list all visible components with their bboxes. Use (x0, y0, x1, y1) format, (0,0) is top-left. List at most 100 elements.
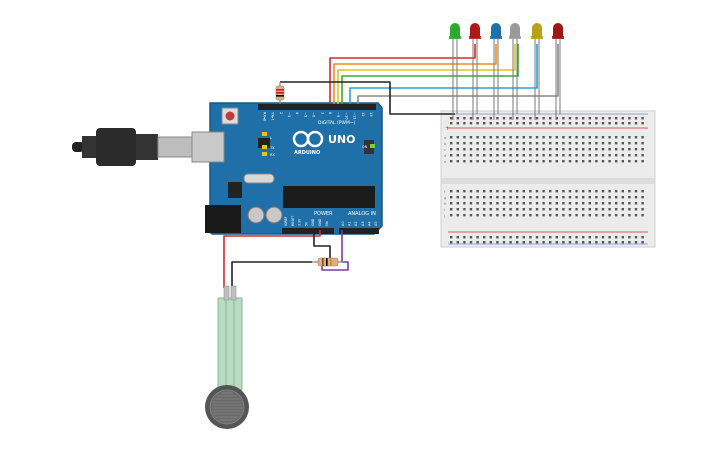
terminal-hole[interactable] (628, 154, 631, 157)
terminal-hole[interactable] (601, 208, 605, 211)
rail-hole[interactable] (542, 241, 545, 244)
terminal-hole[interactable] (582, 154, 585, 157)
terminal-hole[interactable] (555, 136, 558, 139)
rail-hole[interactable] (450, 117, 453, 120)
led-white[interactable] (509, 23, 521, 120)
terminal-hole[interactable] (634, 196, 638, 199)
rail-hole[interactable] (529, 117, 532, 120)
rail-hole[interactable] (516, 117, 519, 120)
terminal-hole[interactable] (535, 190, 539, 193)
terminal-hole[interactable] (575, 208, 578, 211)
leds[interactable] (449, 23, 564, 120)
fsr-pin-2[interactable] (230, 285, 237, 301)
terminal-hole[interactable] (509, 214, 512, 217)
terminal-hole[interactable] (621, 214, 624, 217)
rail-hole[interactable] (621, 117, 624, 120)
terminal-hole[interactable] (522, 142, 525, 145)
terminal-hole[interactable] (456, 160, 459, 163)
terminal-hole[interactable] (516, 148, 519, 151)
terminal-hole[interactable] (529, 214, 532, 217)
terminal-hole[interactable] (608, 208, 611, 211)
terminal-hole[interactable] (601, 142, 605, 145)
terminal-hole[interactable] (628, 196, 631, 199)
terminal-hole[interactable] (522, 160, 525, 163)
terminal-hole[interactable] (489, 154, 492, 157)
terminal-hole[interactable] (502, 154, 506, 157)
rail-hole[interactable] (568, 122, 572, 125)
terminal-hole[interactable] (582, 196, 585, 199)
terminal-hole[interactable] (641, 202, 644, 205)
rail-hole[interactable] (463, 122, 466, 125)
terminal-hole[interactable] (450, 148, 453, 151)
rail-hole[interactable] (575, 236, 578, 239)
terminal-hole[interactable] (562, 136, 565, 139)
terminal-hole[interactable] (615, 202, 618, 205)
terminal-hole[interactable] (595, 202, 598, 205)
terminal-hole[interactable] (601, 196, 605, 199)
rail-hole[interactable] (588, 117, 591, 120)
terminal-hole[interactable] (582, 136, 585, 139)
usb-cable[interactable] (72, 128, 195, 166)
terminal-hole[interactable] (456, 154, 459, 157)
rail-hole[interactable] (489, 117, 492, 120)
terminal-hole[interactable] (582, 190, 585, 193)
analog-header[interactable] (339, 228, 379, 234)
terminal-hole[interactable] (476, 142, 479, 145)
terminal-hole[interactable] (549, 196, 552, 199)
terminal-hole[interactable] (522, 196, 525, 199)
led-darkred[interactable] (552, 23, 564, 120)
terminal-hole[interactable] (562, 142, 565, 145)
terminal-hole[interactable] (463, 208, 466, 211)
terminal-hole[interactable] (509, 142, 512, 145)
rail-hole[interactable] (483, 122, 486, 125)
rail-hole[interactable] (456, 236, 459, 239)
terminal-hole[interactable] (562, 214, 565, 217)
terminal-hole[interactable] (621, 154, 624, 157)
terminal-hole[interactable] (502, 190, 506, 193)
rail-hole[interactable] (516, 236, 519, 239)
rail-hole[interactable] (582, 117, 585, 120)
terminal-hole[interactable] (476, 214, 479, 217)
terminal-hole[interactable] (562, 196, 565, 199)
terminal-hole[interactable] (549, 142, 552, 145)
terminal-hole[interactable] (529, 142, 532, 145)
rail-hole[interactable] (476, 117, 479, 120)
rail-hole[interactable] (483, 236, 486, 239)
terminal-hole[interactable] (502, 214, 506, 217)
rail-hole[interactable] (608, 117, 611, 120)
rail-hole[interactable] (469, 241, 473, 244)
rail-hole[interactable] (456, 241, 459, 244)
terminal-hole[interactable] (595, 196, 598, 199)
rail-hole[interactable] (582, 236, 585, 239)
terminal-hole[interactable] (549, 214, 552, 217)
terminal-hole[interactable] (568, 202, 572, 205)
terminal-hole[interactable] (516, 154, 519, 157)
terminal-hole[interactable] (489, 202, 492, 205)
terminal-hole[interactable] (641, 160, 644, 163)
terminal-hole[interactable] (542, 142, 545, 145)
terminal-hole[interactable] (522, 202, 525, 205)
rail-hole[interactable] (601, 236, 605, 239)
terminal-hole[interactable] (615, 190, 618, 193)
terminal-hole[interactable] (463, 154, 466, 157)
terminal-hole[interactable] (634, 154, 638, 157)
power-jack[interactable] (205, 205, 241, 233)
rail-hole[interactable] (529, 122, 532, 125)
terminal-hole[interactable] (555, 190, 558, 193)
terminal-hole[interactable] (516, 202, 519, 205)
rail-hole[interactable] (522, 122, 525, 125)
wire-fsr-gnd[interactable] (313, 230, 331, 262)
terminal-hole[interactable] (621, 136, 624, 139)
terminal-hole[interactable] (456, 214, 459, 217)
terminal-hole[interactable] (522, 148, 525, 151)
terminal-hole[interactable] (562, 202, 565, 205)
terminal-hole[interactable] (634, 142, 638, 145)
terminal-hole[interactable] (634, 214, 638, 217)
terminal-hole[interactable] (483, 196, 486, 199)
rail-hole[interactable] (450, 241, 453, 244)
terminal-hole[interactable] (516, 208, 519, 211)
terminal-hole[interactable] (588, 208, 591, 211)
terminal-hole[interactable] (509, 136, 512, 139)
terminal-hole[interactable] (502, 208, 506, 211)
terminal-hole[interactable] (568, 190, 572, 193)
